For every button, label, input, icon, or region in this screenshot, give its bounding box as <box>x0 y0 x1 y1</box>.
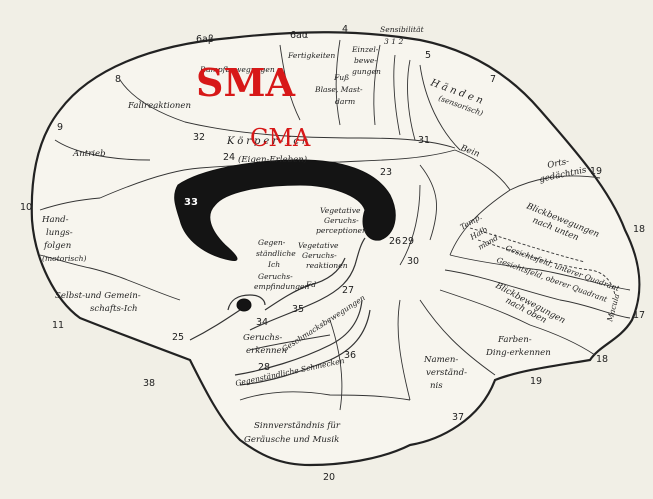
label-sinn-1: Sinnverständnis für <box>254 421 341 431</box>
area-number: 6aβ <box>196 34 214 45</box>
area-number: 20 <box>323 472 335 483</box>
label-veg-reak-1: Vegetative <box>298 241 339 250</box>
area-number: 33 <box>184 197 198 208</box>
label-motorisch: (motorisch) <box>42 254 86 263</box>
area-number: 18 <box>596 354 608 365</box>
area-number: 23 <box>380 167 392 178</box>
label-ding-erkennen: Ding-erkennen <box>485 348 551 358</box>
label-sensibilitaet: Sensibilität <box>380 25 425 34</box>
sma-overlay-label: SMA <box>196 60 296 105</box>
label-gegen-ich: Ich <box>267 260 280 269</box>
label-lungs: lungs- <box>46 228 73 238</box>
area-number: 11 <box>52 320 64 331</box>
label-veg-perc-2: Geruchs- <box>324 216 359 225</box>
area-number: 26 <box>389 236 401 247</box>
area-number: 28 <box>258 362 270 373</box>
area-number: 35 <box>292 304 304 315</box>
area-number: 29 <box>402 236 414 247</box>
label-fuss: Fuß <box>333 73 349 82</box>
corpus-callosum <box>174 159 396 261</box>
label-farben: Farben- <box>497 335 532 345</box>
label-eigen-erleben: (Eigen-Erleben) <box>238 154 307 165</box>
label-fallreaktionen: Fallreaktionen <box>127 101 191 111</box>
label-geruchs-erk-1: Geruchs- <box>243 333 282 343</box>
label-sens-numbers: 3 1 2 <box>384 37 403 46</box>
label-orts: Orts- <box>547 157 571 171</box>
label-geruchs-emp-1: Geruchs- <box>258 272 293 281</box>
area-number: 4 <box>342 24 348 35</box>
label-veg-reak-3: reaktionen <box>306 261 348 270</box>
area-number: 7 <box>490 74 496 85</box>
label-gungen: gungen <box>352 67 381 76</box>
area-number: 19 <box>590 166 602 177</box>
area-number: 31 <box>418 135 430 146</box>
label-namen: Namen- <box>423 355 458 365</box>
area-number: 19 <box>530 376 542 387</box>
area-number: 17 <box>633 310 645 321</box>
label-fd: Fd <box>305 280 316 289</box>
area-number: 18 <box>633 224 645 235</box>
label-koerper-ich: Körper-Ich <box>226 136 311 147</box>
area-number: 37 <box>452 412 464 423</box>
label-veg-reak-2: Geruchs- <box>302 251 337 260</box>
label-bewe: bewe- <box>354 56 377 65</box>
label-sinn-2: Geräusche und Musik <box>244 435 339 445</box>
area-number: 27 <box>342 285 354 296</box>
area-number: 34 <box>256 317 268 328</box>
label-geruchs-erk-2: erkennen <box>246 346 287 356</box>
label-antrieb: Antrieb <box>72 149 106 159</box>
label-selbst-2: schafts-Ich <box>90 304 138 314</box>
label-blase: Blase, Mast- <box>314 85 363 94</box>
label-hand: Hand- <box>41 215 69 225</box>
label-veg-perc-1: Vegetative <box>320 206 361 215</box>
area-number: 10 <box>20 202 32 213</box>
label-rumpfbewegungen: Rumpfbewegungen <box>199 65 275 74</box>
label-staendliche: ständliche <box>256 249 296 258</box>
area-number: 32 <box>193 132 205 143</box>
area-number: 5 <box>425 50 431 61</box>
area-number: 24 <box>223 152 235 163</box>
area-number: 6aα <box>290 30 308 41</box>
fornix-mark <box>236 298 252 312</box>
label-gegen: Gegen- <box>258 238 286 247</box>
area-number: 36 <box>344 350 356 361</box>
area-number: 30 <box>407 256 419 267</box>
brain-outline <box>30 31 641 467</box>
label-folgen: folgen <box>43 241 71 251</box>
label-geruchs-emp-2: empfindungen <box>254 282 310 291</box>
area-number: 9 <box>57 122 63 133</box>
label-verstaend: verständ- <box>426 368 467 378</box>
area-number: 38 <box>143 378 155 389</box>
label-fertigkeiten: Fertigkeiten <box>287 51 335 60</box>
area-number: 25 <box>172 332 184 343</box>
label-veg-perc-3: perceptionen <box>316 226 367 235</box>
area-number: 8 <box>115 74 121 85</box>
cma-overlay-label: CMA <box>250 124 311 152</box>
label-nis: nis <box>430 381 443 391</box>
label-einzel: Einzel- <box>351 45 379 54</box>
label-darm: darm <box>335 97 355 106</box>
label-selbst-1: Selbst-und Gemein- <box>55 291 141 301</box>
